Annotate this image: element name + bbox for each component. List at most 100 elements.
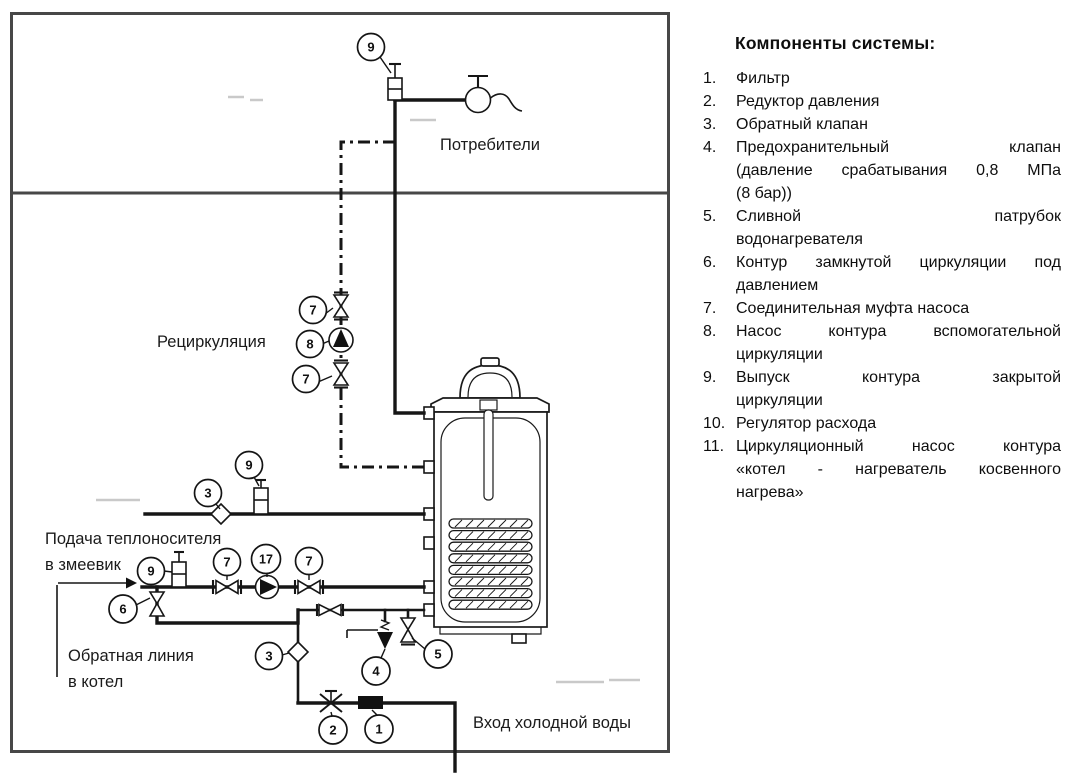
svg-text:9: 9 [147, 564, 154, 579]
legend-item-text: Сливной патрубок [736, 208, 1061, 225]
legend-item-number: 10. [703, 415, 726, 432]
legend-item-text: (8 бар)) [736, 185, 792, 202]
shutoff-valve-icon [332, 291, 350, 321]
legend-item-text: Контур замкнутой циркуляции под [736, 254, 1061, 271]
svg-text:4: 4 [372, 664, 380, 679]
piping-diagram: 9 7 8 7 3 9 9 7 [10, 12, 670, 773]
pipe-recirculation-dashdot [339, 140, 424, 469]
filter-icon [358, 696, 383, 709]
pump-coupling-valve-icon [293, 579, 325, 595]
pipe-cold-inlet-line [296, 701, 457, 773]
legend-item-number: 5. [703, 208, 717, 225]
legend-item-11: 11. Циркуляционный насос контура «котел … [690, 435, 1062, 504]
callout-8: 8 [295, 329, 330, 359]
legend-item-4: 4. Предохранительный клапан (давление ср… [690, 136, 1062, 205]
legend-item-number: 8. [703, 323, 717, 340]
callout-6: 6 [108, 594, 151, 624]
label-consumers: Потребители [440, 136, 540, 154]
legend-item-8: 8. Насос контура вспомогательной циркуля… [690, 320, 1062, 366]
air-vent-icon [387, 62, 403, 101]
components-legend: Компоненты системы: 1. Фильтр 2. Редукто… [690, 25, 1062, 504]
svg-text:5: 5 [434, 647, 441, 662]
legend-item-1: 1. Фильтр [690, 67, 1062, 90]
air-vent-icon [171, 550, 187, 588]
check-valve-icon [286, 640, 310, 664]
svg-text:6: 6 [119, 602, 126, 617]
legend-item-number: 3. [703, 116, 717, 133]
legend-item-number: 2. [703, 93, 717, 110]
legend-item-text: Соединительная муфта насоса [736, 300, 970, 317]
legend-item-number: 1. [703, 70, 717, 87]
legend-item-text: Фильтр [736, 70, 790, 87]
svg-text:7: 7 [302, 372, 309, 387]
legend-item-text: «котел - нагреватель косвенного [736, 461, 1061, 478]
legend-item-text: Насос контура вспомогательной [736, 323, 1061, 340]
legend-item-text: (давление срабатывания 0,8 МПа [736, 162, 1061, 179]
callout-7: 7 [291, 364, 333, 394]
heat-exchanger-coil [448, 518, 533, 610]
legend-item-text: Предохранительный клапан [736, 139, 1061, 156]
legend-item-9: 9. Выпуск контура закрытой циркуляции [690, 366, 1062, 412]
legend-item-10: 10. Регулятор расхода [690, 412, 1062, 435]
callout-9: 9 [356, 32, 392, 74]
pipe-hot-water-riser [393, 98, 426, 415]
circulation-pump-icon [254, 574, 280, 600]
callout-3: 3 [193, 478, 223, 510]
legend-item-text: нагрева» [736, 484, 804, 501]
diagram-frame [10, 12, 670, 753]
callout-1: 1 [364, 709, 394, 744]
legend-item-3: 3. Обратный клапан [690, 113, 1062, 136]
pump-coupling-valve-icon [211, 579, 243, 595]
faucet-icon [464, 74, 523, 114]
legend-item-text: водонагревателя [736, 231, 863, 248]
legend-item-text: циркуляции [736, 346, 823, 363]
drain-valve-icon [399, 617, 417, 646]
shutoff-valve-icon [148, 591, 166, 617]
tank-dome-knob [480, 357, 500, 367]
legend-item-number: 4. [703, 139, 717, 156]
legend-item-text: циркуляции [736, 392, 823, 409]
svg-text:9: 9 [367, 40, 374, 55]
air-vent-icon [253, 478, 269, 515]
legend-item-7: 7. Соединительная муфта насоса [690, 297, 1062, 320]
svg-text:7: 7 [305, 554, 312, 569]
legend-item-number: 7. [703, 300, 717, 317]
svg-text:2: 2 [329, 723, 336, 738]
callout-9: 9 [234, 450, 264, 487]
svg-text:8: 8 [306, 337, 313, 352]
callout-7: 7 [298, 295, 334, 325]
legend-item-text: Редуктор давления [736, 93, 880, 110]
svg-text:7: 7 [223, 555, 230, 570]
legend-item-number: 6. [703, 254, 717, 271]
pressure-reducer-icon [319, 689, 343, 713]
legend-item-number: 9. [703, 369, 717, 386]
svg-text:3: 3 [204, 486, 211, 501]
legend-item-6: 6. Контур замкнутой циркуляции под давле… [690, 251, 1062, 297]
tank-skirt [439, 627, 542, 635]
legend-item-5: 5. Сливной патрубок водонагревателя [690, 205, 1062, 251]
callout-7: 7 [294, 546, 324, 580]
callout-17: 17 [250, 543, 282, 577]
legend-item-text: Выпуск контура закрытой [736, 369, 1061, 386]
legend-item-text: Циркуляционный насос контура [736, 438, 1061, 455]
svg-text:9: 9 [245, 458, 252, 473]
legend-item-2: 2. Редуктор давления [690, 90, 1062, 113]
shutoff-valve-icon [315, 603, 345, 617]
label-supply-line-2: в змеевик [45, 556, 122, 574]
label-cold-inlet: Вход холодной воды [473, 714, 631, 732]
tank-bottom-stub [511, 633, 527, 644]
callout-4: 4 [361, 648, 391, 686]
svg-text:1: 1 [375, 722, 382, 737]
tank-dome [459, 364, 521, 399]
svg-text:17: 17 [259, 553, 273, 567]
legend-item-text: Обратный клапан [736, 116, 868, 133]
safety-valve-icon [346, 619, 393, 649]
pump-icon [328, 327, 354, 353]
svg-text:3: 3 [265, 649, 272, 664]
water-heater-tank-drawing [423, 357, 550, 644]
scan-artifact [96, 95, 640, 684]
svg-text:7: 7 [309, 303, 316, 318]
shutoff-valve-icon [332, 359, 350, 389]
callout-9: 9 [136, 556, 173, 586]
